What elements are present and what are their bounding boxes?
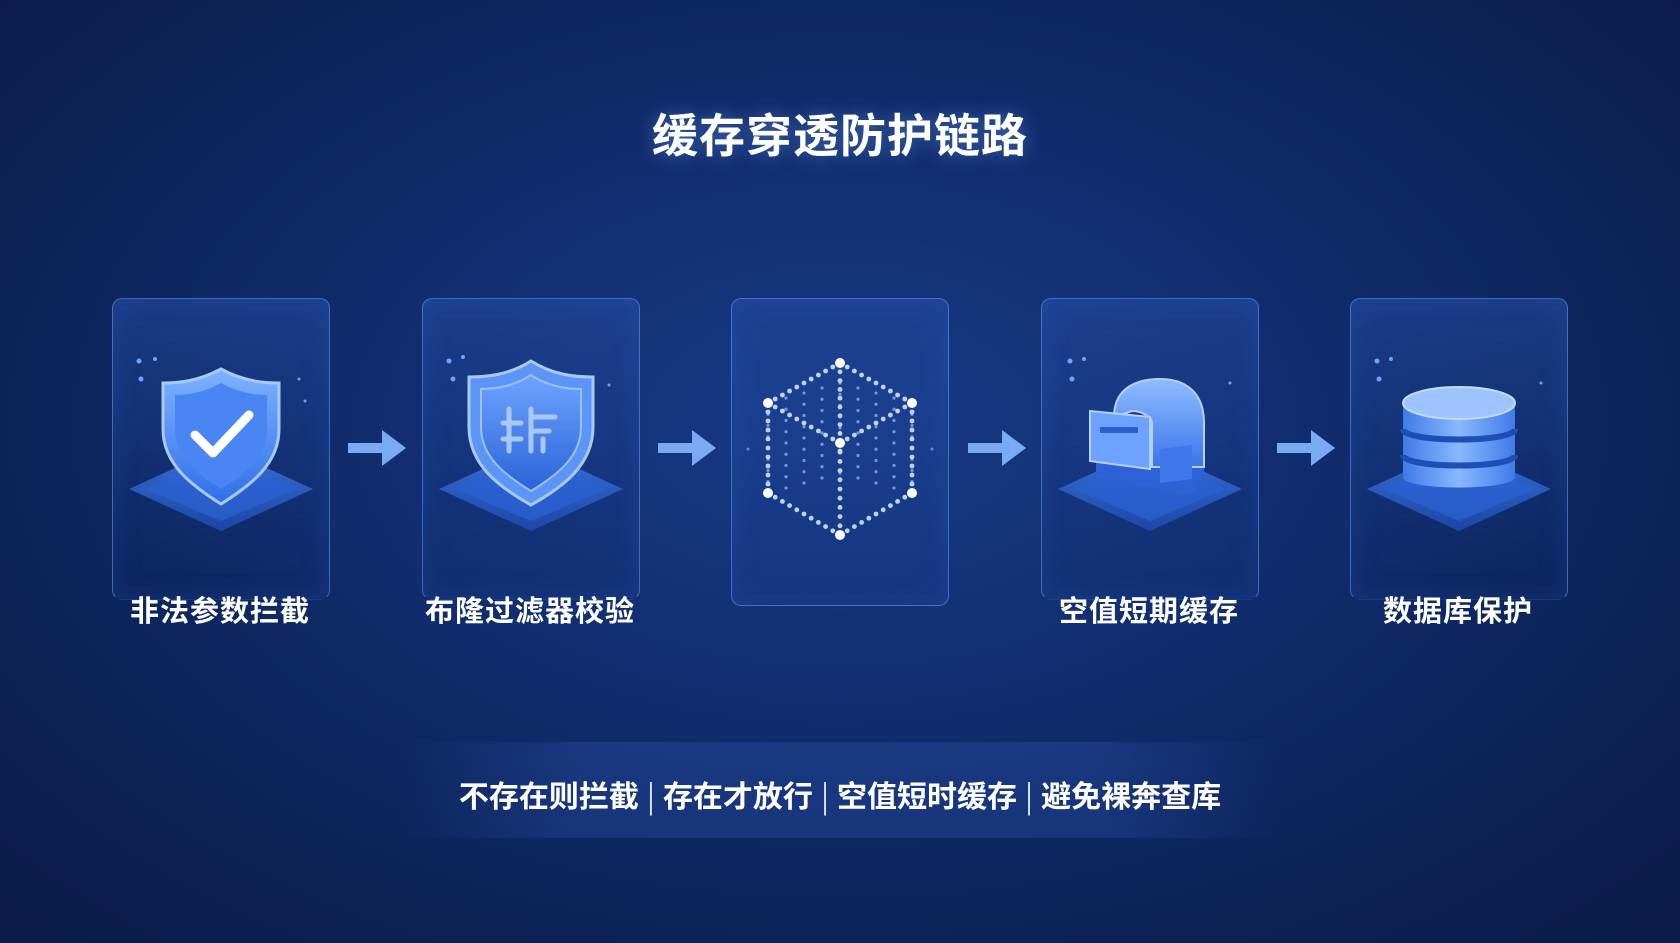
page-title: 缓存穿透防护链路	[652, 100, 1028, 166]
arrow-right-icon	[348, 430, 406, 466]
summary-item: 避免裸奔查库	[1041, 772, 1222, 816]
step-label-4: 空值短期缓存	[1058, 588, 1239, 630]
step-label-1: 非法参数拦截	[129, 588, 310, 630]
summary-text: 不存在则拦截|存在才放行|空值短时缓存|避免裸奔查库	[0, 772, 1680, 816]
summary-item: 空值短时缓存	[837, 772, 1018, 816]
step-card-2	[422, 298, 640, 600]
step-card-4	[1041, 298, 1259, 600]
step-card-5	[1350, 298, 1568, 600]
cache-box-icon	[1058, 357, 1242, 531]
summary-separator: |	[646, 772, 655, 816]
summary-bar	[400, 742, 1280, 838]
shield-filter-icon	[439, 355, 623, 531]
arrow-right-icon	[1277, 430, 1335, 466]
arrow-right-icon	[658, 430, 716, 466]
database-icon	[1367, 357, 1551, 531]
step-card-1	[112, 298, 330, 600]
step-card-3	[731, 298, 949, 606]
summary-item: 不存在则拦截	[458, 772, 639, 816]
summary-separator: |	[1025, 772, 1034, 816]
summary-item: 存在才放行	[662, 772, 813, 816]
shield-check-icon	[129, 357, 313, 531]
step-label-5: 数据库保护	[1382, 588, 1533, 630]
arrow-right-icon	[968, 430, 1026, 466]
summary-separator: |	[820, 772, 830, 816]
step-label-2: 布隆过滤器校验	[424, 588, 635, 630]
bitmap-cube-icon	[746, 358, 934, 540]
